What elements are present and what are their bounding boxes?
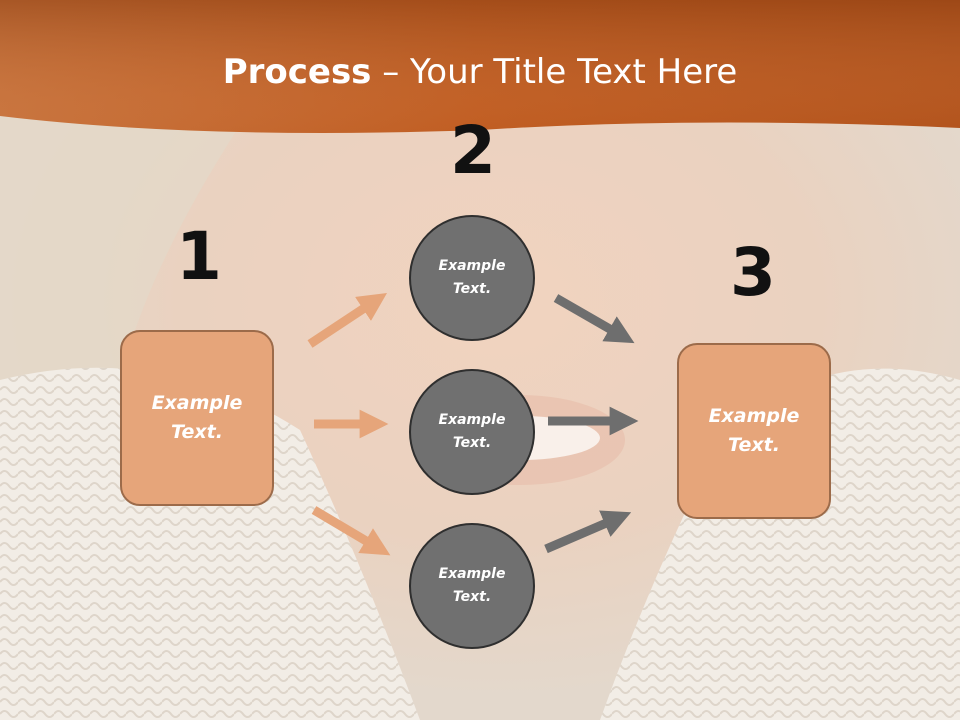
circle-3: Example Text. xyxy=(409,523,535,649)
arrow-circle-3-to-3 xyxy=(544,510,632,554)
step-box-3-text: Example Text. xyxy=(708,405,800,456)
circle-2: Example Text. xyxy=(409,369,535,495)
arrow-1-to-circle-3 xyxy=(311,506,391,556)
circle-1: Example Text. xyxy=(409,215,535,341)
step-number-3: 3 xyxy=(730,234,776,311)
step-box-3: Example Text. xyxy=(677,343,831,519)
arrow-circle-1-to-3 xyxy=(553,294,635,344)
step-number-2: 2 xyxy=(450,112,496,189)
circle-1-text: Example Text. xyxy=(438,258,506,297)
step-box-1-text: Example Text. xyxy=(151,392,243,443)
step-box-1: Example Text. xyxy=(120,330,274,506)
step-number-1: 1 xyxy=(176,218,222,295)
circle-2-text: Example Text. xyxy=(438,412,506,451)
title-bold: Process xyxy=(222,52,372,92)
slide-title: Process – Your Title Text Here xyxy=(0,52,960,92)
title-rest: – Your Title Text Here xyxy=(371,52,738,92)
arrow-1-to-circle-1 xyxy=(307,293,388,348)
circle-3-text: Example Text. xyxy=(438,566,506,605)
